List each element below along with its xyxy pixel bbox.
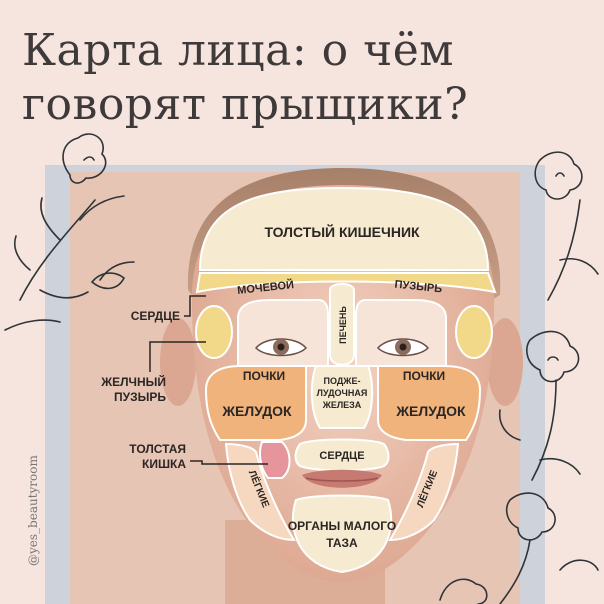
label-liver: ПЕЧЕНЬ — [338, 306, 348, 344]
instagram-handle: @yes_beautyroom — [26, 455, 40, 566]
zone-liver — [329, 283, 355, 366]
label-stomach-left: ЖЕЛУДОК — [221, 403, 292, 419]
zone-heart-left — [195, 305, 233, 359]
label-large-intestine: ТОЛСТЫЙ КИШЕЧНИК — [264, 223, 420, 240]
zone-heart-lip — [294, 438, 390, 472]
right-eye — [376, 338, 430, 357]
label-heart-lip: СЕРДЦЕ — [319, 450, 364, 462]
title-line-1: Карта лица: о чём — [22, 25, 454, 76]
floral-decoration-left — [4, 133, 135, 331]
callout-gallbladder-line — [149, 341, 206, 372]
label-pancreas-3: ЖЕЛЕЗА — [322, 400, 362, 410]
callout-gallbladder-2: ПУЗЫРЬ — [114, 390, 166, 404]
label-bladder-right: ПУЗЫРЬ — [394, 279, 443, 296]
zone-lungs-right — [388, 442, 460, 542]
zone-lungs-left — [224, 442, 296, 542]
zone-large-intestine — [198, 186, 490, 271]
zone-pelvic — [291, 494, 393, 574]
zone-stomach-left — [204, 365, 307, 441]
callout-heart-line — [184, 295, 206, 317]
left-eye — [254, 338, 308, 357]
label-pelvic-2: ТАЗА — [326, 536, 358, 550]
right-ear — [487, 318, 523, 406]
lip-line — [305, 477, 379, 482]
title-line-2: говорят прыщики? — [22, 79, 469, 130]
callout-gallbladder-1: ЖЕЛЧНЫЙ — [100, 374, 166, 389]
left-ear — [160, 318, 196, 406]
label-pelvic-1: ОРГАНЫ МАЛОГО — [288, 519, 396, 533]
zone-heart-right — [455, 305, 493, 359]
lips — [302, 469, 382, 488]
zone-colon — [259, 441, 291, 479]
zone-stomach-right — [377, 365, 482, 441]
callout-colon-2: КИШКА — [142, 457, 186, 471]
floral-decoration-right — [439, 151, 599, 604]
label-bladder-left: МОЧЕВОЙ — [237, 278, 295, 297]
label-pancreas-1: ПОДЖЕ- — [324, 376, 361, 386]
zone-bladder — [195, 272, 497, 294]
label-stomach-right: ЖЕЛУДОК — [395, 403, 466, 419]
zone-pancreas — [310, 365, 374, 429]
callout-colon-1: ТОЛСТАЯ — [129, 442, 186, 456]
callout-colon-line — [190, 460, 268, 465]
label-pancreas-2: ЛУДОЧНАЯ — [317, 388, 368, 398]
page-title: Карта лица: о чём говорят прыщики? — [22, 24, 468, 132]
callout-heart: СЕРДЦЕ — [131, 309, 180, 323]
label-kidneys-right: ПОЧКИ — [403, 369, 445, 383]
label-kidneys-left: ПОЧКИ — [243, 369, 285, 383]
